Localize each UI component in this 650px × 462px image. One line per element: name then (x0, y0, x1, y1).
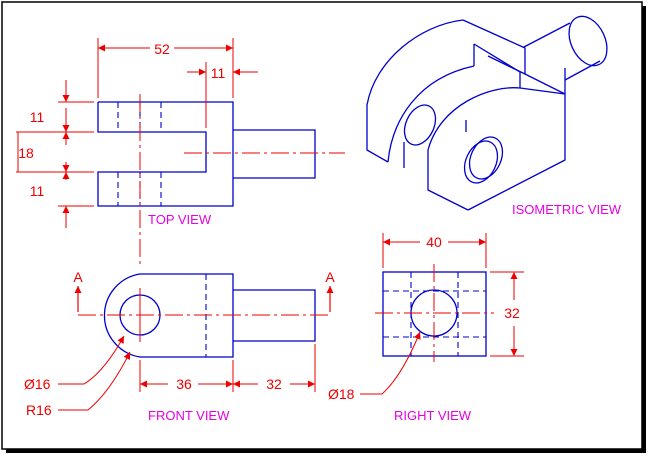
label-front-view: FRONT VIEW (148, 408, 230, 423)
dim-52: 52 (154, 41, 170, 57)
isometric-view: ISOMETRIC VIEW (366, 15, 622, 217)
dim-32-height: 32 (504, 305, 520, 321)
dim-dia-18: Ø18 (328, 386, 355, 402)
right-view-dimensions (360, 233, 524, 395)
top-view-dimensions (16, 38, 258, 228)
section-mark-a-right: A (325, 269, 335, 285)
isometric-shaft (523, 15, 608, 81)
top-view: 52 11 11 18 11 TOP VIEW (16, 38, 345, 268)
right-view-centerlines (375, 264, 494, 362)
dim-11-slot-depth: 11 (211, 65, 226, 81)
section-mark-a-left: A (73, 269, 83, 285)
front-view-dimensions (58, 335, 316, 411)
right-view: 40 32 Ø18 RIGHT VIEW (328, 233, 524, 423)
dim-36: 36 (176, 376, 192, 392)
dim-18-slot: 18 (18, 145, 34, 161)
dim-32-shaft: 32 (266, 376, 282, 392)
top-view-outline (97, 101, 316, 207)
front-view: A A 36 32 Ø16 R16 FRONT VIEW (24, 269, 335, 423)
section-marks (74, 286, 334, 312)
label-right-view: RIGHT VIEW (394, 408, 472, 423)
dim-40: 40 (426, 234, 442, 250)
label-top-view: TOP VIEW (148, 212, 212, 227)
front-view-centerlines (78, 288, 330, 342)
label-isometric-view: ISOMETRIC VIEW (512, 202, 622, 217)
isometric-body (366, 19, 566, 211)
dim-11-lower: 11 (30, 183, 45, 199)
right-view-hidden-lines (383, 272, 486, 356)
isometric-holes (403, 104, 504, 184)
top-view-centerlines (139, 94, 345, 268)
dim-r16: R16 (26, 402, 52, 418)
sheet-frame (1, 1, 646, 453)
dim-dia-16: Ø16 (24, 376, 51, 392)
dim-11-upper: 11 (30, 109, 45, 125)
